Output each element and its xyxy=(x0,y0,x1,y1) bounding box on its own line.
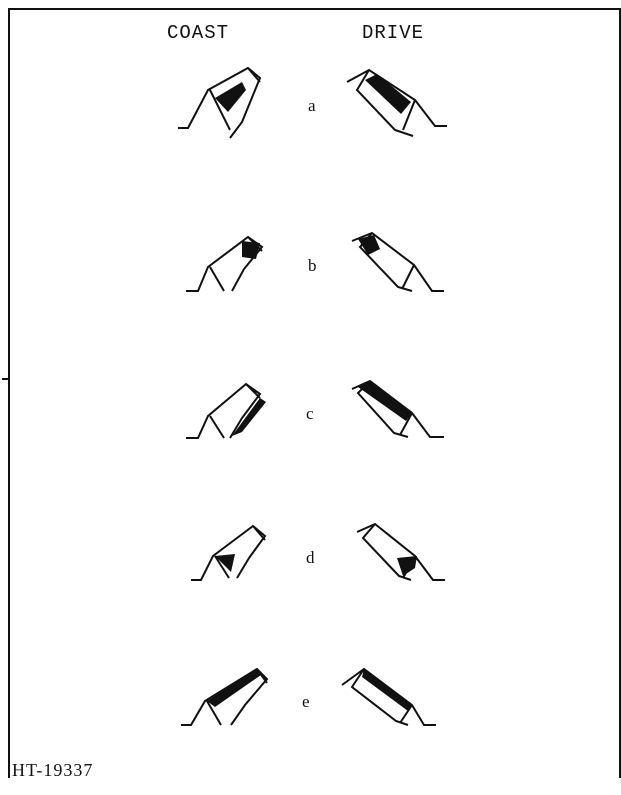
coast-column-title: COAST xyxy=(167,22,230,44)
figure-code-label: HT-19337 xyxy=(12,760,94,780)
drive-tooth-pattern-d xyxy=(355,518,465,608)
row-letter-a: a xyxy=(308,96,316,115)
frame-left-border xyxy=(8,8,10,778)
coast-tooth-pattern-e xyxy=(175,655,285,745)
frame-right-border xyxy=(619,8,621,778)
edge-tick-mark xyxy=(2,378,10,380)
row-letter-d: d xyxy=(306,548,315,567)
row-letter-e: e xyxy=(302,692,310,711)
row-letter-b: b xyxy=(308,256,317,275)
coast-tooth-pattern-c xyxy=(180,378,290,468)
drive-tooth-pattern-a xyxy=(345,60,455,150)
frame-top-border xyxy=(8,8,621,10)
row-letter-c: c xyxy=(306,404,314,423)
drive-tooth-pattern-c xyxy=(350,375,460,465)
drive-tooth-pattern-e xyxy=(340,655,450,745)
drive-column-title: DRIVE xyxy=(362,22,425,44)
coast-tooth-pattern-b xyxy=(180,225,290,315)
drive-tooth-pattern-b xyxy=(350,225,460,315)
coast-tooth-pattern-d xyxy=(185,520,295,610)
coast-tooth-pattern-a xyxy=(170,60,280,150)
